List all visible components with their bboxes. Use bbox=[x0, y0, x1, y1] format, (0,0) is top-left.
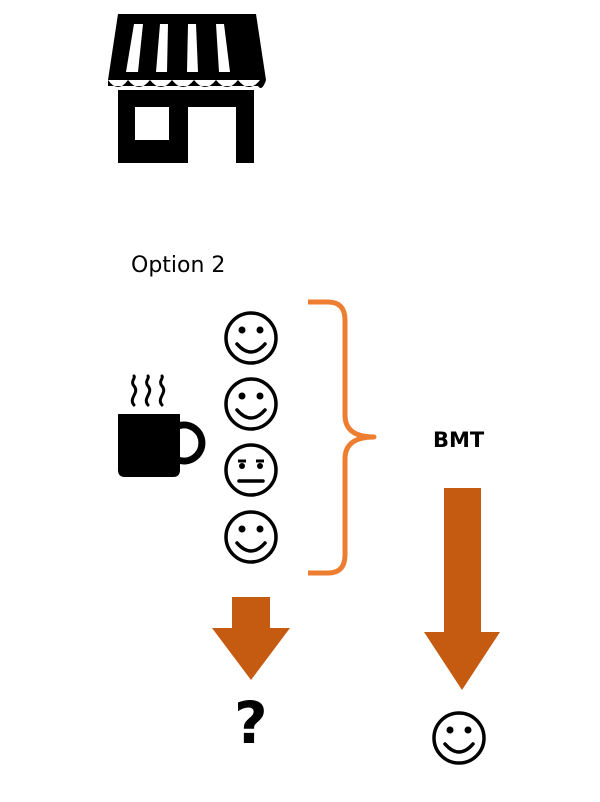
option-label: Option 2 bbox=[131, 253, 226, 278]
down-arrow-right bbox=[424, 488, 500, 690]
customer-faces bbox=[224, 311, 278, 564]
curly-brace bbox=[308, 299, 377, 576]
neutral-face-icon bbox=[224, 443, 278, 497]
steam-lines bbox=[130, 374, 166, 407]
smiling-face-icon bbox=[224, 311, 278, 365]
coffee-cup-icon bbox=[118, 374, 206, 477]
unknown-result-label: ? bbox=[234, 689, 268, 757]
down-arrow-left bbox=[212, 597, 290, 680]
store-icon bbox=[108, 14, 266, 163]
method-label: BMT bbox=[433, 428, 485, 452]
smiling-face-icon bbox=[224, 510, 278, 564]
smiling-face-icon bbox=[224, 377, 278, 431]
outcome-smiling-face-icon bbox=[432, 711, 486, 765]
